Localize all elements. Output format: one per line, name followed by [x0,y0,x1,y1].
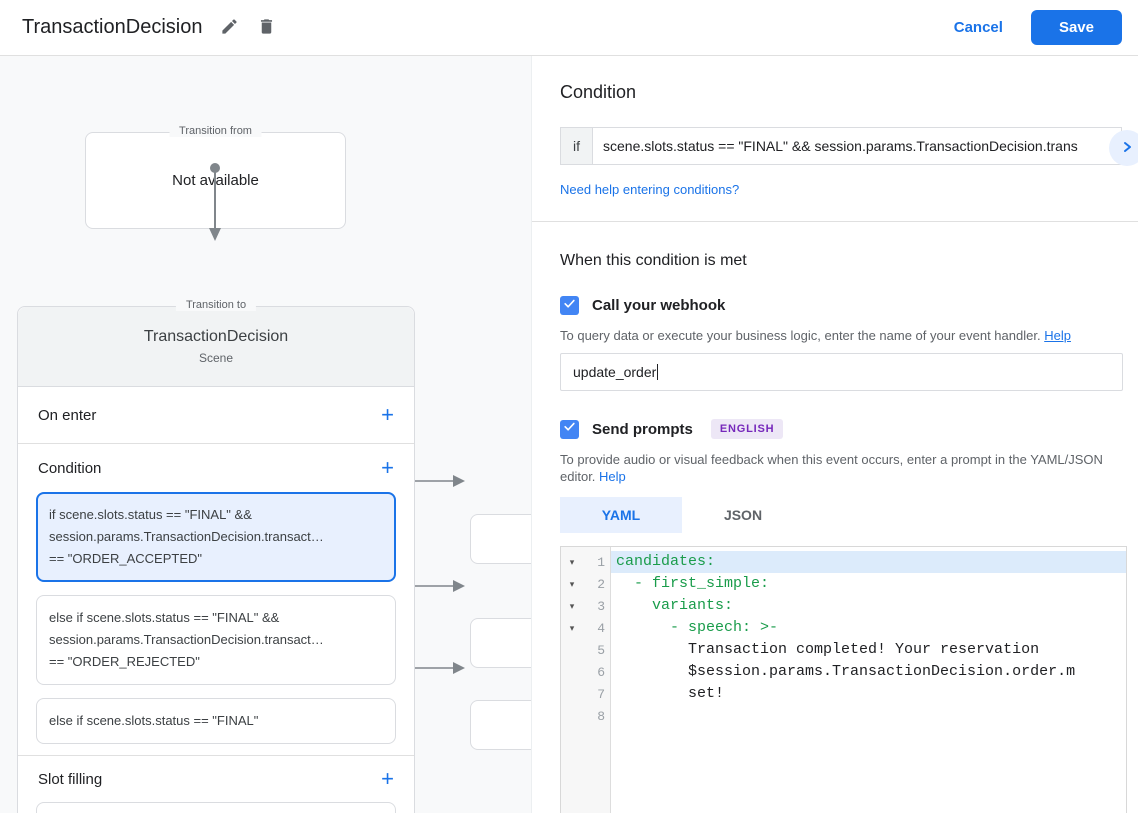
fold-toggle-icon[interactable]: ▾ [569,578,575,589]
condition-card-order-rejected[interactable]: else if scene.slots.status == "FINAL" &&… [36,595,396,685]
transition-target-node[interactable] [470,514,531,564]
code-line [611,705,1126,727]
event-handler-value: update_order [573,364,657,380]
code-line: candidates: [611,551,1126,573]
edit-scene-button[interactable] [220,17,239,39]
slot-filling-title: Slot filling [38,770,103,788]
delete-scene-button[interactable] [257,17,276,39]
condition-line: session.params.TransactionDecision.trans… [49,632,324,647]
yaml-prompt-editor[interactable]: ▾1 ▾2 ▾3 ▾4 5 6 7 8 candidates: - first_… [560,546,1127,813]
pencil-icon [220,17,239,39]
add-on-enter-button[interactable]: + [381,402,394,427]
condition-expression-row: if [560,127,1122,165]
condition-section: Condition + if scene.slots.status == "FI… [18,444,414,756]
condition-line: session.params.TransactionDecision.trans… [49,529,324,544]
editor-gutter: ▾1 ▾2 ▾3 ▾4 5 6 7 8 [561,547,611,813]
if-prefix: if [560,127,592,165]
editor-format-tabs: YAML JSON [560,497,1122,533]
scene-node-subtitle: Scene [198,351,234,365]
section-divider [532,221,1138,222]
language-badge: ENGLISH [710,419,784,439]
call-webhook-label: Call your webhook [592,297,726,314]
page-title: TransactionDecision [22,16,203,38]
on-enter-section: On enter + [18,387,414,444]
transition-from-box[interactable]: Transition from Not available [85,125,346,229]
scene-flow-canvas: Transition from Not available Transition… [0,56,531,813]
condition-card-order-accepted[interactable]: if scene.slots.status == "FINAL" && sess… [36,492,396,582]
call-webhook-checkbox[interactable] [560,296,579,315]
code-line: Transaction completed! Your reservation [616,641,1040,658]
tab-json[interactable]: JSON [723,507,763,523]
code-line: set! [616,685,725,702]
prompts-description: To provide audio or visual feedback when… [560,452,1103,484]
condition-line: else if scene.slots.status == "FINAL" && [49,610,280,625]
scene-node: Transition to TransactionDecision Scene … [17,299,415,813]
event-handler-input[interactable]: update_order [560,353,1123,391]
checkmark-icon [563,420,576,438]
code-line: - first_simple: [616,575,770,592]
panel-title: Condition [560,82,637,102]
condition-expression-input[interactable] [592,127,1122,165]
transition-target-node[interactable] [470,618,531,668]
transition-target-node[interactable] [470,700,531,750]
transition-from-value: Not available [172,172,259,189]
scene-node-title: TransactionDecision [143,328,289,345]
code-line: - speech: >- [616,619,779,636]
code-line: variants: [616,597,734,614]
transition-to-label: Transition to [175,299,257,311]
tab-yaml[interactable]: YAML [560,497,682,533]
condition-line: == "ORDER_REJECTED" [49,654,200,669]
on-enter-title: On enter [38,406,97,424]
checkmark-icon [563,297,576,315]
cancel-button[interactable]: Cancel [953,19,1003,36]
send-prompts-checkbox[interactable] [560,419,579,439]
text-cursor [657,364,659,380]
when-condition-met-heading: When this condition is met [560,252,747,269]
conditions-help-link[interactable]: Need help entering conditions? [560,182,740,197]
chevron-right-icon [1121,141,1133,156]
scene-node-header[interactable]: TransactionDecision Scene [18,307,414,387]
condition-card-final[interactable]: else if scene.slots.status == "FINAL" [36,698,396,744]
save-button[interactable]: Save [1030,10,1122,45]
condition-detail-panel: Condition if Need help entering conditio… [531,56,1138,813]
transition-from-label: Transition from [169,125,262,137]
condition-line: else if scene.slots.status == "FINAL" [49,713,259,728]
condition-line: == "ORDER_ACCEPTED" [49,551,202,566]
send-prompts-label: Send prompts [592,420,693,438]
fold-toggle-icon[interactable]: ▾ [569,600,575,611]
slot-validation-card[interactable]: Slot validation [36,802,396,813]
webhook-description: To query data or execute your business l… [560,328,1071,343]
top-bar: TransactionDecision Cancel Save [0,0,1138,56]
add-slot-button[interactable]: + [381,766,394,791]
code-line: $session.params.TransactionDecision.orde… [616,663,1076,680]
fold-toggle-icon[interactable]: ▾ [569,622,575,633]
condition-section-title: Condition [38,459,102,477]
collapse-panel-button[interactable] [1109,130,1138,166]
prompts-help-link[interactable]: Help [599,469,626,484]
slot-filling-section: Slot filling + Slot validation [18,756,414,813]
condition-line: if scene.slots.status == "FINAL" && [49,507,252,522]
editor-code-area[interactable]: candidates: - first_simple: variants: - … [611,547,1126,813]
add-condition-button[interactable]: + [381,455,394,480]
fold-toggle-icon[interactable]: ▾ [569,556,575,567]
webhook-help-link[interactable]: Help [1044,328,1071,343]
trash-icon [257,17,276,39]
